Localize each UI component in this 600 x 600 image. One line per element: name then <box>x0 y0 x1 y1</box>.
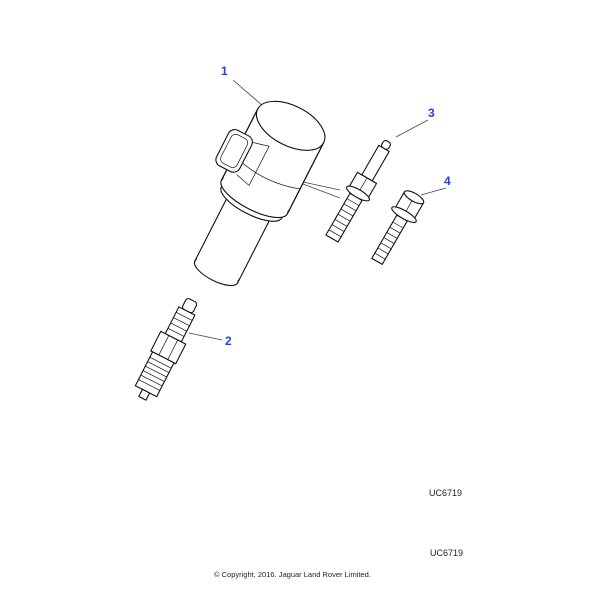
reference-code-bottom: UC6719 <box>430 548 464 558</box>
callout-2: 2 <box>225 334 232 348</box>
bolt-drawing <box>371 190 425 266</box>
copyright-notice: © Copyright, 2016. Jaguar Land Rover Lim… <box>214 570 371 579</box>
leader-line-3 <box>395 119 429 138</box>
spark-plug-drawing <box>134 298 198 401</box>
leader-line-4 <box>420 187 447 196</box>
callout-3: 3 <box>428 106 435 120</box>
leader-line-1 <box>232 79 264 107</box>
leader-line-3a <box>302 181 341 191</box>
ignition-coil-drawing <box>193 100 326 287</box>
callout-1: 1 <box>221 64 228 78</box>
leader-line-2 <box>188 332 223 341</box>
leader-line-3b <box>302 183 341 199</box>
stud-drawing <box>325 140 391 243</box>
callout-4: 4 <box>444 174 451 188</box>
reference-code-top: UC6719 <box>429 488 463 498</box>
